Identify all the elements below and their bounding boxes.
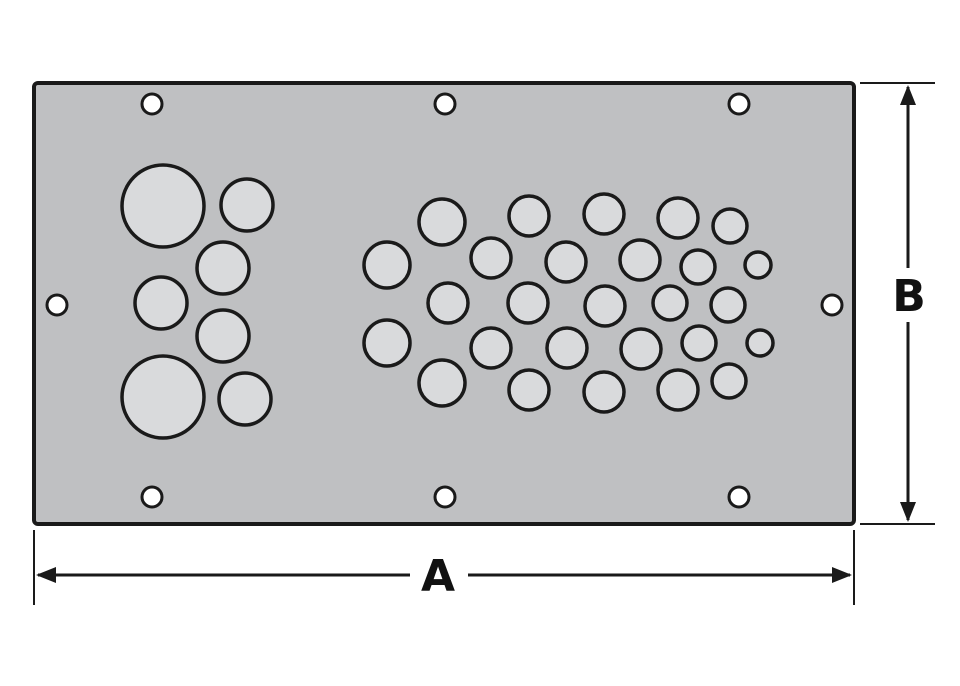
cable-hole-small	[545, 326, 589, 370]
cable-hole-small	[619, 327, 663, 371]
cable-hole-small	[745, 328, 775, 358]
cable-hole-small	[507, 368, 551, 412]
cable-hole-small	[711, 207, 749, 245]
cable-hole-small	[362, 240, 412, 290]
mounting-hole	[727, 92, 751, 116]
cable-hole-small	[426, 281, 470, 325]
mounting-hole	[433, 485, 457, 509]
cable-hole-small	[544, 240, 588, 284]
cable-hole-small	[618, 238, 662, 282]
mounting-hole	[433, 92, 457, 116]
mounting-hole	[45, 293, 69, 317]
mounting-holes	[45, 92, 844, 509]
cable-hole-small	[582, 192, 626, 236]
cable-hole-small	[651, 284, 689, 322]
cable-hole-large	[120, 163, 206, 249]
mounting-hole	[140, 485, 164, 509]
cable-hole-small	[362, 318, 412, 368]
small-cable-hole-group	[362, 192, 775, 414]
mounting-hole	[820, 293, 844, 317]
cable-hole-small	[710, 362, 748, 400]
cable-hole-small	[417, 358, 467, 408]
cable-hole-small	[680, 324, 718, 362]
cable-hole-large	[133, 275, 189, 331]
large-cable-hole-group	[120, 163, 275, 440]
cable-hole-small	[507, 194, 551, 238]
cable-hole-large	[195, 308, 251, 364]
cable-hole-large	[219, 177, 275, 233]
dimension-b-label: B	[892, 271, 926, 322]
cable-hole-small	[656, 368, 700, 412]
cable-hole-small	[709, 286, 747, 324]
cable-hole-small	[582, 370, 626, 414]
dimension-width: A	[33, 530, 855, 605]
dimension-height: B	[860, 82, 935, 525]
cable-hole-large	[217, 371, 273, 427]
dimension-a-label: A	[421, 551, 455, 602]
cable-hole-small	[469, 236, 513, 280]
mounting-hole	[727, 485, 751, 509]
cable-hole-small	[469, 326, 513, 370]
cable-hole-small	[679, 248, 717, 286]
cable-hole-small	[656, 196, 700, 240]
cable-hole-small	[417, 197, 467, 247]
mounting-hole	[140, 92, 164, 116]
cable-hole-small	[743, 250, 773, 280]
cable-hole-large	[120, 354, 206, 440]
cable-hole-large	[195, 240, 251, 296]
cable-hole-small	[506, 281, 550, 325]
cable-hole-small	[583, 284, 627, 328]
